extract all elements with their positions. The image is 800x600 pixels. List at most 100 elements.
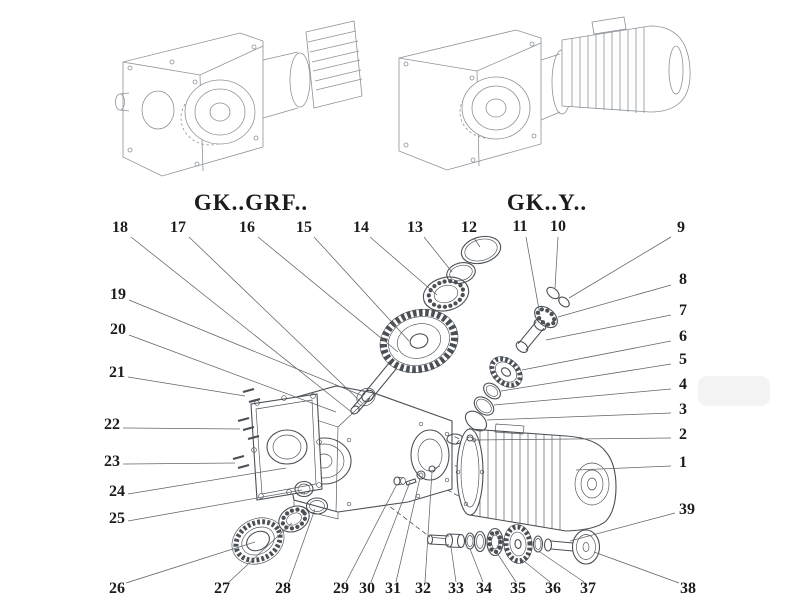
part-number-3: 3 [679, 401, 687, 419]
leader-line-24 [127, 467, 287, 495]
part-number-17: 17 [170, 219, 186, 237]
part-number-6: 6 [679, 328, 687, 346]
leader-line-8 [557, 284, 672, 318]
leader-line-38 [593, 551, 680, 584]
leader-line-15 [313, 236, 410, 342]
part-number-19: 19 [110, 286, 126, 304]
part-bevel-pinion-branch [464, 286, 570, 432]
leader-line-3 [486, 412, 672, 421]
part-helical-gear [379, 308, 459, 374]
leader-line-29 [345, 483, 398, 583]
part-number-23: 23 [104, 453, 120, 471]
leader-line-39 [569, 512, 676, 542]
leader-line-33 [450, 546, 457, 583]
part-number-35: 35 [510, 580, 526, 598]
part-number-15: 15 [296, 219, 312, 237]
part-number-1: 1 [679, 454, 687, 472]
part-number-14: 14 [353, 219, 369, 237]
leader-line-17 [188, 236, 363, 404]
gearbox-grf-drawing [115, 20, 363, 177]
part-motor [455, 423, 617, 532]
part-number-20: 20 [110, 321, 126, 339]
leader-line-31 [395, 477, 421, 583]
part-number-34: 34 [476, 580, 492, 598]
leader-line-6 [521, 340, 672, 371]
leader-line-4 [493, 388, 672, 406]
gearbox-y-drawing [398, 16, 691, 171]
part-mounting-flange-plate [250, 393, 323, 501]
model-title-grf: GK..GRF.. [193, 190, 309, 215]
leader-line-20 [128, 334, 337, 413]
part-number-12: 12 [461, 219, 477, 237]
part-number-26: 26 [109, 580, 125, 598]
part-output-shaft-assembly [426, 524, 601, 565]
leader-line-12 [473, 237, 481, 248]
part-number-24: 24 [109, 483, 125, 501]
exploded-view [231, 235, 617, 565]
leader-line-19 [128, 299, 364, 397]
part-number-21: 21 [109, 364, 125, 382]
leader-line-26 [125, 541, 256, 584]
part-flange-screws [232, 387, 261, 470]
part-small-fasteners [393, 465, 441, 486]
part-number-31: 31 [385, 580, 401, 598]
part-number-7: 7 [679, 302, 687, 320]
leader-line-27 [228, 522, 293, 583]
part-input-bearing [422, 276, 470, 312]
leader-line-11 [525, 236, 541, 316]
part-lower-snap-ring [305, 497, 329, 515]
part-flange-plug [466, 434, 474, 442]
leader-line-10 [554, 236, 559, 289]
leader-line-25 [127, 489, 303, 522]
leader-line-32 [424, 471, 433, 583]
leader-line-22 [122, 427, 241, 430]
part-number-2: 2 [679, 426, 687, 444]
leader-line-5 [500, 363, 672, 392]
leader-line-2 [472, 437, 672, 441]
part-number-30: 30 [359, 580, 375, 598]
part-number-39: 39 [679, 501, 695, 519]
part-number-8: 8 [679, 271, 687, 289]
leader-line-21 [127, 376, 246, 397]
leader-line-23 [122, 462, 236, 465]
part-number-38: 38 [680, 580, 696, 598]
leader-line-16 [257, 236, 399, 353]
leader-line-30 [370, 481, 411, 583]
leader-line-9 [568, 236, 672, 299]
leader-line-1 [575, 465, 672, 471]
leader-line-35 [496, 552, 517, 583]
part-output-ring-gear [231, 517, 285, 565]
part-number-16: 16 [239, 219, 255, 237]
leader-line-34 [469, 548, 484, 583]
part-number-36: 36 [545, 580, 561, 598]
part-number-29: 29 [333, 580, 349, 598]
part-number-18: 18 [112, 219, 128, 237]
part-number-5: 5 [679, 351, 687, 369]
part-number-37: 37 [580, 580, 596, 598]
part-number-10: 10 [550, 218, 566, 236]
part-number-22: 22 [104, 416, 120, 434]
leader-line-36 [519, 557, 551, 583]
part-number-13: 13 [407, 219, 423, 237]
part-oil-seal [294, 480, 314, 498]
part-input-snap-rings [446, 235, 502, 284]
leader-line-18 [130, 236, 355, 415]
leader-line-13 [423, 236, 453, 273]
leader-line-28 [288, 508, 316, 583]
leader-line-37 [539, 551, 585, 583]
model-title-y: GK..Y.. [506, 190, 588, 215]
part-number-33: 33 [448, 580, 464, 598]
part-number-11: 11 [512, 218, 528, 236]
part-lower-bearing [278, 505, 310, 533]
leader-lines [122, 236, 680, 584]
watermark-smudge [698, 376, 770, 406]
leader-line-14 [369, 236, 438, 296]
part-number-28: 28 [275, 580, 291, 598]
part-number-32: 32 [415, 580, 431, 598]
part-number-27: 27 [214, 580, 230, 598]
part-number-9: 9 [677, 219, 685, 237]
part-number-4: 4 [679, 376, 687, 394]
leader-line-7 [545, 314, 672, 341]
